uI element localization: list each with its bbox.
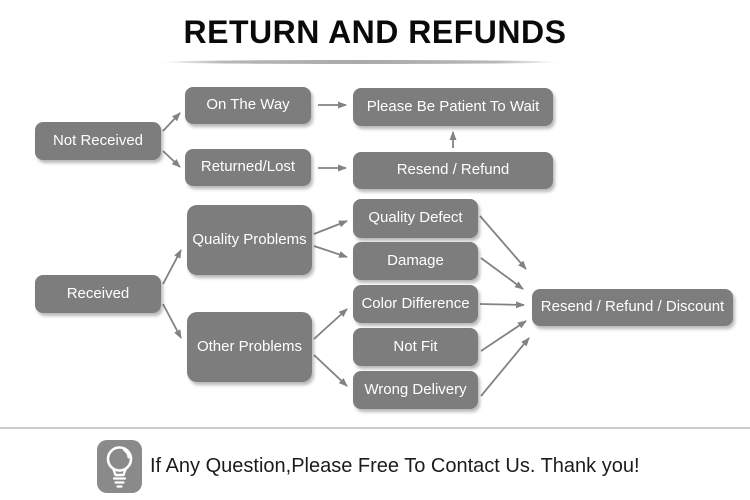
- light-bulb-icon: [97, 440, 142, 493]
- arrow-quality-problems-to-damage: [313, 245, 348, 258]
- flow-node-on-the-way: On The Way: [185, 87, 311, 124]
- flow-node-quality-problems: Quality Problems: [187, 205, 312, 275]
- arrow-quality-problems-to-quality-defect: [313, 220, 348, 235]
- arrow-received-to-other-problems: [162, 303, 182, 339]
- flow-node-other-problems: Other Problems: [187, 312, 312, 382]
- flow-node-wrong-delivery: Wrong Delivery: [353, 371, 478, 409]
- flow-node-not-received: Not Received: [35, 122, 161, 160]
- flow-node-not-fit: Not Fit: [353, 328, 478, 366]
- title-underline: [160, 60, 560, 64]
- flow-node-damage: Damage: [353, 242, 478, 280]
- arrow-damage-to-discount: [480, 257, 524, 290]
- arrow-other-problems-to-wrong-delivery: [313, 354, 348, 387]
- arrow-quality-defect-to-discount: [479, 215, 527, 270]
- flow-node-color-difference: Color Difference: [353, 285, 478, 323]
- flow-node-please-be-patient: Please Be Patient To Wait: [353, 88, 553, 126]
- footer-divider: [0, 427, 750, 429]
- flow-node-resend-refund-discount: Resend / Refund / Discount: [532, 289, 733, 326]
- page-title: RETURN AND REFUNDS: [183, 14, 567, 50]
- arrow-received-to-quality-problems: [162, 249, 182, 285]
- flow-node-received: Received: [35, 275, 161, 313]
- arrow-wrong-delivery-to-discount: [480, 337, 530, 397]
- arrow-not-received-to-on-the-way: [162, 112, 181, 132]
- arrow-not-received-to-returned-lost: [162, 150, 181, 168]
- arrow-other-problems-to-color-difference: [313, 308, 348, 340]
- contact-message: If Any Question,Please Free To Contact U…: [150, 455, 640, 477]
- arrow-not-fit-to-discount: [480, 320, 527, 352]
- arrow-color-difference-to-discount: [479, 301, 525, 309]
- flow-node-resend-refund: Resend / Refund: [353, 152, 553, 189]
- flow-node-returned-lost: Returned/Lost: [185, 149, 311, 186]
- flow-node-quality-defect: Quality Defect: [353, 199, 478, 238]
